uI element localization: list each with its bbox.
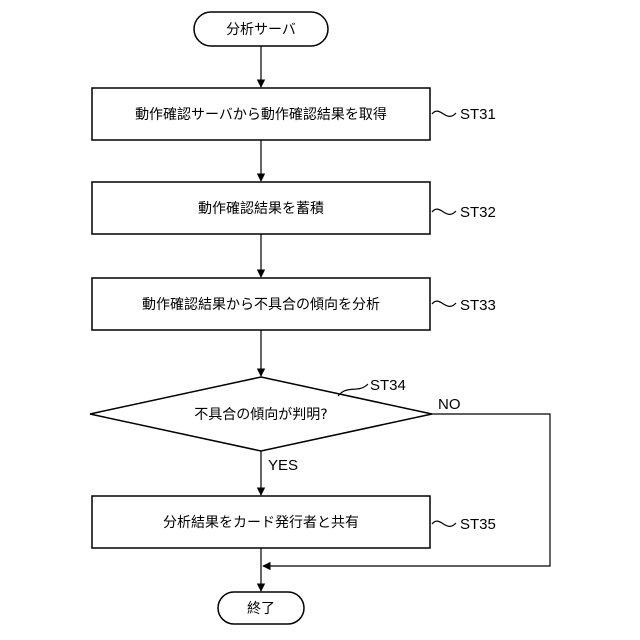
process-st35: 分析結果をカード発行者と共有 — [92, 496, 430, 548]
st35-id: ST35 — [460, 516, 496, 533]
st35-label: 分析結果をカード発行者と共有 — [163, 515, 359, 531]
end-terminal: 終了 — [218, 592, 304, 624]
process-st33: 動作確認結果から不具合の傾向を分析 — [92, 278, 430, 330]
st32-id: ST32 — [460, 204, 496, 221]
st31-label: 動作確認サーバから動作確認結果を取得 — [135, 106, 387, 123]
st31-id: ST31 — [460, 106, 496, 123]
st34-id: ST34 — [370, 377, 406, 394]
decision-no-label: NO — [438, 396, 461, 413]
st32-leader — [432, 209, 456, 214]
process-st32: 動作確認結果を蓄積 — [92, 182, 430, 234]
process-st31: 動作確認サーバから動作確認結果を取得 — [92, 88, 430, 140]
st31-leader — [432, 111, 456, 116]
start-terminal: 分析サーバ — [194, 12, 328, 46]
decision-yes-label: YES — [268, 457, 298, 474]
end-label: 終了 — [247, 601, 275, 617]
st33-label: 動作確認結果から不具合の傾向を分析 — [142, 297, 380, 313]
st35-leader — [432, 521, 456, 526]
st33-id: ST33 — [460, 297, 496, 314]
st34-label: 不具合の傾向が判明? — [194, 407, 327, 423]
st32-label: 動作確認結果を蓄積 — [198, 201, 324, 217]
start-label: 分析サーバ — [226, 22, 296, 38]
st33-leader — [432, 301, 456, 306]
